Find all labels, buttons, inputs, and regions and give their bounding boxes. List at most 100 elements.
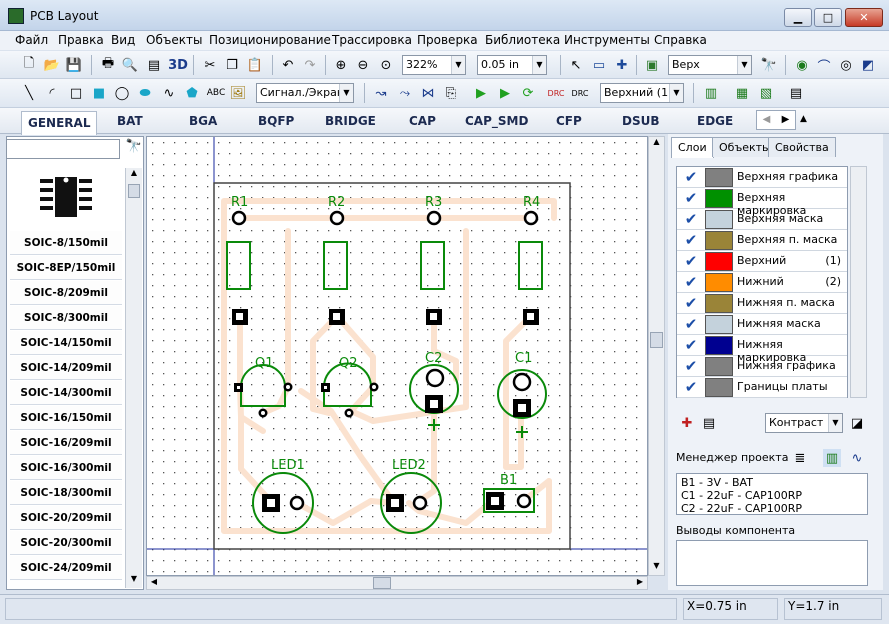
layer-color-swatch[interactable] [705, 357, 733, 376]
scroll-thumb[interactable] [373, 577, 391, 589]
tab-general[interactable]: GENERAL [21, 111, 98, 135]
route-edit-icon[interactable]: ⤳ [399, 85, 411, 101]
drc-report-icon[interactable]: DRC [571, 88, 589, 98]
scroll-up-icon[interactable]: ▲ [130, 168, 138, 177]
layer-row[interactable]: ✔Верхняя маска [677, 209, 847, 230]
binoculars-icon[interactable]: 🔭 [760, 57, 778, 73]
canvas-horizontal-scrollbar[interactable]: ◀ ▶ [146, 576, 648, 590]
minimize-button[interactable]: ▁ [784, 8, 812, 27]
tab-dsub[interactable]: DSUB [622, 114, 660, 128]
checkbox-icon[interactable]: ✔ [684, 273, 698, 291]
menu-objects[interactable]: Объекты [146, 33, 203, 47]
add-layer-icon[interactable]: ✚ [681, 415, 693, 431]
tab-scroll-right-icon[interactable]: ▶ [781, 114, 790, 125]
run-icon[interactable]: ▶ [476, 85, 486, 101]
layer-row[interactable]: ✔Нижняя маска [677, 314, 847, 335]
checkbox-icon[interactable]: ✔ [684, 210, 698, 228]
filled-ellipse-icon[interactable]: ⬬ [139, 85, 151, 101]
side-combo[interactable]: Верхний (1)▼ [600, 83, 684, 103]
checkbox-icon[interactable]: ✔ [684, 252, 698, 270]
lib-item-soic-16-300[interactable]: SOIC-16/300mil [10, 456, 122, 480]
tab-bat[interactable]: BAT [117, 114, 143, 128]
contrast-combo[interactable]: Контраст▼ [765, 413, 843, 433]
route-arc-icon[interactable]: ⌒ [817, 59, 831, 75]
binoculars-icon[interactable]: 🔭 [125, 139, 143, 154]
close-button[interactable]: ✕ [845, 8, 883, 27]
refresh-icon[interactable]: ⟳ [522, 85, 534, 101]
pointer-icon[interactable]: ↖ [570, 57, 582, 73]
layer-color-swatch[interactable] [705, 252, 733, 271]
line-icon[interactable]: ╲ [25, 85, 33, 101]
zoom-out-icon[interactable]: ⊖ [357, 57, 369, 73]
route-split-icon[interactable]: ⋈ [421, 85, 435, 101]
checkbox-icon[interactable]: ✔ [684, 189, 698, 207]
list-item[interactable]: B1 - 3V - BAT [681, 476, 753, 489]
checkbox-icon[interactable]: ✔ [684, 357, 698, 375]
scroll-right-icon[interactable]: ▶ [636, 577, 644, 586]
layer-combo[interactable]: Верх▼ [668, 55, 752, 75]
tab-cfp[interactable]: CFP [556, 114, 582, 128]
tab-properties[interactable]: Свойства [768, 137, 836, 157]
scroll-up-icon[interactable]: ▲ [653, 137, 660, 146]
autoroute-icon[interactable]: ▶ [500, 85, 510, 101]
layer-color-swatch[interactable] [705, 168, 733, 187]
layer-row[interactable]: ✔Границы платы [677, 377, 847, 398]
zoom-in-icon[interactable]: ⊕ [335, 57, 347, 73]
view-3d-button[interactable]: 3D [168, 57, 188, 73]
arc-icon[interactable]: ◜ [49, 85, 55, 101]
paste-icon[interactable]: 📋 [246, 57, 264, 73]
scroll-left-icon[interactable]: ◀ [150, 577, 158, 586]
image-icon[interactable]: 🖼 [229, 85, 247, 101]
checkbox-icon[interactable]: ✔ [684, 378, 698, 396]
menu-help[interactable]: Справка [654, 33, 707, 47]
tab-cap[interactable]: CAP [409, 114, 436, 128]
polyline-icon[interactable]: ∿ [163, 85, 175, 101]
undo-icon[interactable]: ↶ [282, 57, 294, 73]
lib-item-soic-16-209[interactable]: SOIC-16/209mil [10, 431, 122, 455]
redo-icon[interactable]: ↷ [304, 57, 316, 73]
view-mode-combo[interactable]: Сигнал./Экран▼ [256, 83, 354, 103]
library-scrollbar[interactable]: ▲ ▼ [125, 168, 142, 588]
open-folder-icon[interactable]: 📂 [43, 57, 61, 73]
lib-item-soic-8-209[interactable]: SOIC-8/209mil [10, 281, 122, 305]
layer-row[interactable]: ✔Нижняя п. маска [677, 293, 847, 314]
lib-item-soic-16-150[interactable]: SOIC-16/150mil [10, 406, 122, 430]
measure-icon[interactable]: ▭ [592, 57, 606, 73]
layer-settings-icon[interactable]: ▤ [702, 415, 716, 431]
lib-item-soic-14-209[interactable]: SOIC-14/209mil [10, 356, 122, 380]
checkbox-icon[interactable]: ✔ [684, 294, 698, 312]
cut-icon[interactable]: ✂ [204, 57, 216, 73]
collapse-icon[interactable]: ▲ [800, 114, 807, 124]
pad-icon[interactable]: ◎ [840, 57, 852, 73]
layer-color-swatch[interactable] [705, 189, 733, 208]
layer-color-swatch[interactable] [705, 273, 733, 292]
menu-routing[interactable]: Трассировка [332, 33, 412, 47]
zoom-fit-icon[interactable]: ⊙ [380, 57, 392, 73]
component-icon[interactable]: ▥ [704, 85, 718, 101]
list-item[interactable]: C2 - 22uF - CAP100RP [681, 502, 803, 515]
polygon-icon[interactable]: ⬟ [186, 85, 198, 101]
menu-library[interactable]: Библиотека [485, 33, 561, 47]
tab-edge[interactable]: EDGE [697, 114, 734, 128]
properties-icon[interactable]: ▤ [789, 85, 803, 101]
scroll-down-icon[interactable]: ▼ [653, 561, 660, 570]
tab-objects[interactable]: Объекты [712, 137, 778, 157]
grid-combo[interactable]: 0.05 in▼ [477, 55, 547, 75]
copy-icon[interactable]: ❐ [226, 57, 238, 73]
rectangle-icon[interactable]: □ [69, 85, 83, 101]
layer-color-swatch[interactable] [705, 231, 733, 250]
layer-row[interactable]: ✔Нижний(2) [677, 272, 847, 293]
filled-rectangle-icon[interactable]: ■ [92, 85, 106, 101]
lib-item-soic-24-209[interactable]: SOIC-24/209mil [10, 556, 122, 580]
route-icon[interactable]: ↝ [375, 85, 387, 101]
checkbox-icon[interactable]: ✔ [684, 231, 698, 249]
diagonal-icon[interactable]: ◩ [861, 57, 875, 73]
tab-layers[interactable]: Слои [671, 137, 714, 158]
lib-item-soic-20-300[interactable]: SOIC-20/300mil [10, 531, 122, 555]
menu-tools[interactable]: Инструменты [564, 33, 650, 47]
layer-color-swatch[interactable] [705, 378, 733, 397]
layer-row[interactable]: ✔Нижняя маркировка [677, 335, 847, 364]
crosshair-icon[interactable]: ✚ [616, 57, 628, 73]
contrast-icon[interactable]: ◪ [850, 415, 864, 431]
checkbox-icon[interactable]: ✔ [684, 315, 698, 333]
